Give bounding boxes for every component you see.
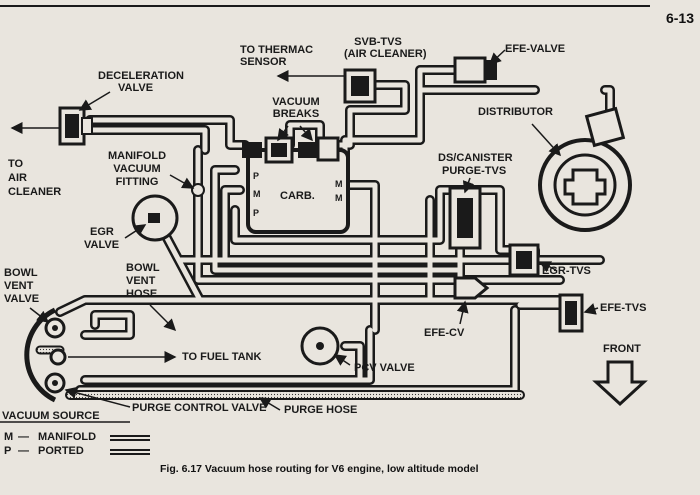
label-carb-port-m3: M — [335, 193, 343, 203]
label-bowl-vent-hose-3: HOSE — [126, 288, 158, 300]
label-efe-cv: EFE-CV — [424, 327, 465, 339]
canister-valve-cluster — [24, 307, 67, 403]
label-efe-valve: EFE-VALVE — [505, 43, 566, 55]
label-manifold-fitting: FITTING — [115, 176, 159, 188]
efe-cv-leader — [456, 300, 469, 325]
pcv-valve-leader — [333, 354, 351, 366]
label-manifold: MANIFOLD — [107, 150, 167, 162]
distributor — [538, 106, 632, 232]
label-bowl-vent-hose-2: VENT — [126, 275, 156, 287]
vacuum-breaks — [242, 136, 340, 164]
deceleration-valve-leader — [78, 91, 111, 111]
ds-canister-leader — [462, 177, 475, 194]
label-sensor: SENSOR — [240, 56, 287, 68]
vacuum-breaks-leader-left — [277, 125, 289, 142]
label-egr-valve: VALVE — [84, 239, 120, 251]
label-to: TO — [8, 158, 24, 170]
front-arrow — [592, 360, 648, 407]
legend-lines — [0, 421, 150, 455]
legend-ported-dash: — — [18, 445, 29, 457]
label-purge-tvs: PURGE-TVS — [442, 165, 507, 177]
label-efe-tvs: EFE-TVS — [600, 302, 647, 314]
legend-title: VACUUM SOURCE — [2, 410, 100, 422]
egr-valve — [131, 194, 179, 242]
label-carb: CARB. — [280, 190, 315, 202]
label-air: AIR — [8, 172, 27, 184]
purge-control-valve-leader — [64, 386, 131, 408]
manifold-fitting-leader — [169, 174, 195, 189]
label-bowl-vent-valve-3: VALVE — [4, 293, 40, 305]
efe-tvs — [558, 293, 584, 333]
label-to-thermac: TO THERMAC — [240, 44, 314, 56]
label-svb-tvs-air-cleaner: (AIR CLEANER) — [344, 48, 427, 60]
efe-valve-leader — [488, 49, 506, 66]
label-egr-tvs: EGR-TVS — [542, 265, 591, 277]
label-purge-control-valve: PURGE CONTROL VALVE — [132, 402, 267, 414]
label-carb-port-m1: M — [253, 189, 261, 199]
legend-ported-text: PORTED — [38, 445, 84, 457]
label-carb-port-p1: P — [253, 171, 260, 181]
purge-hose-leader — [258, 397, 281, 411]
label-front: FRONT — [603, 343, 641, 355]
egr-tvs — [508, 243, 540, 277]
label-egr: EGR — [90, 226, 114, 238]
efe-tvs-leader — [583, 303, 599, 315]
svb-tvs — [343, 68, 377, 104]
pcv-valve — [300, 326, 340, 366]
vacuum-breaks-leader-right — [299, 125, 313, 142]
legend-manifold-dash: — — [18, 431, 29, 443]
ds-canister-purge-tvs — [448, 186, 482, 250]
label-pcv-valve: PCV VALVE — [354, 362, 415, 374]
page-number: 6-13 — [665, 10, 694, 26]
label-manifold-vacuum: VACUUM — [113, 163, 161, 175]
distributor-leader — [531, 123, 562, 157]
efe-valve — [453, 56, 497, 84]
bowl-vent-valve-leader — [29, 307, 50, 323]
legend-manifold-code: M — [4, 431, 14, 443]
label-carb-port-p2: P — [253, 208, 260, 218]
label-carb-port-m2: M — [335, 179, 343, 189]
deceleration-valve — [58, 106, 93, 146]
egr-valve-leader — [124, 224, 147, 239]
label-bowl-vent-valve-1: BOWL — [4, 267, 38, 279]
label-cleaner: CLEANER — [8, 186, 62, 198]
figure-caption: Fig. 6.17 Vacuum hose routing for V6 eng… — [160, 463, 479, 475]
label-ds-canister: DS/CANISTER — [438, 152, 513, 164]
bowl-vent-hose-leader — [149, 304, 177, 332]
efe-cv — [453, 276, 490, 300]
label-deceleration: DECELERATION — [98, 70, 184, 82]
label-bowl-vent-hose-1: BOWL — [126, 262, 160, 274]
legend-manifold-text: MANIFOLD — [38, 431, 97, 443]
label-bowl-vent-valve-2: VENT — [4, 280, 34, 292]
manifold-vacuum-fitting — [191, 183, 205, 197]
label-vacuum-breaks-1: VACUUM — [272, 96, 320, 108]
egr-tvs-leader — [538, 261, 557, 273]
label-to-fuel-tank: TO FUEL TANK — [182, 351, 262, 363]
label-deceleration-valve: VALVE — [118, 82, 154, 94]
label-vacuum-breaks-2: BREAKS — [272, 108, 320, 120]
legend-ported-code: P — [4, 445, 12, 457]
label-purge-hose: PURGE HOSE — [284, 404, 358, 416]
label-svb-tvs: SVB-TVS — [354, 36, 402, 48]
label-distributor: DISTRIBUTOR — [478, 106, 553, 118]
